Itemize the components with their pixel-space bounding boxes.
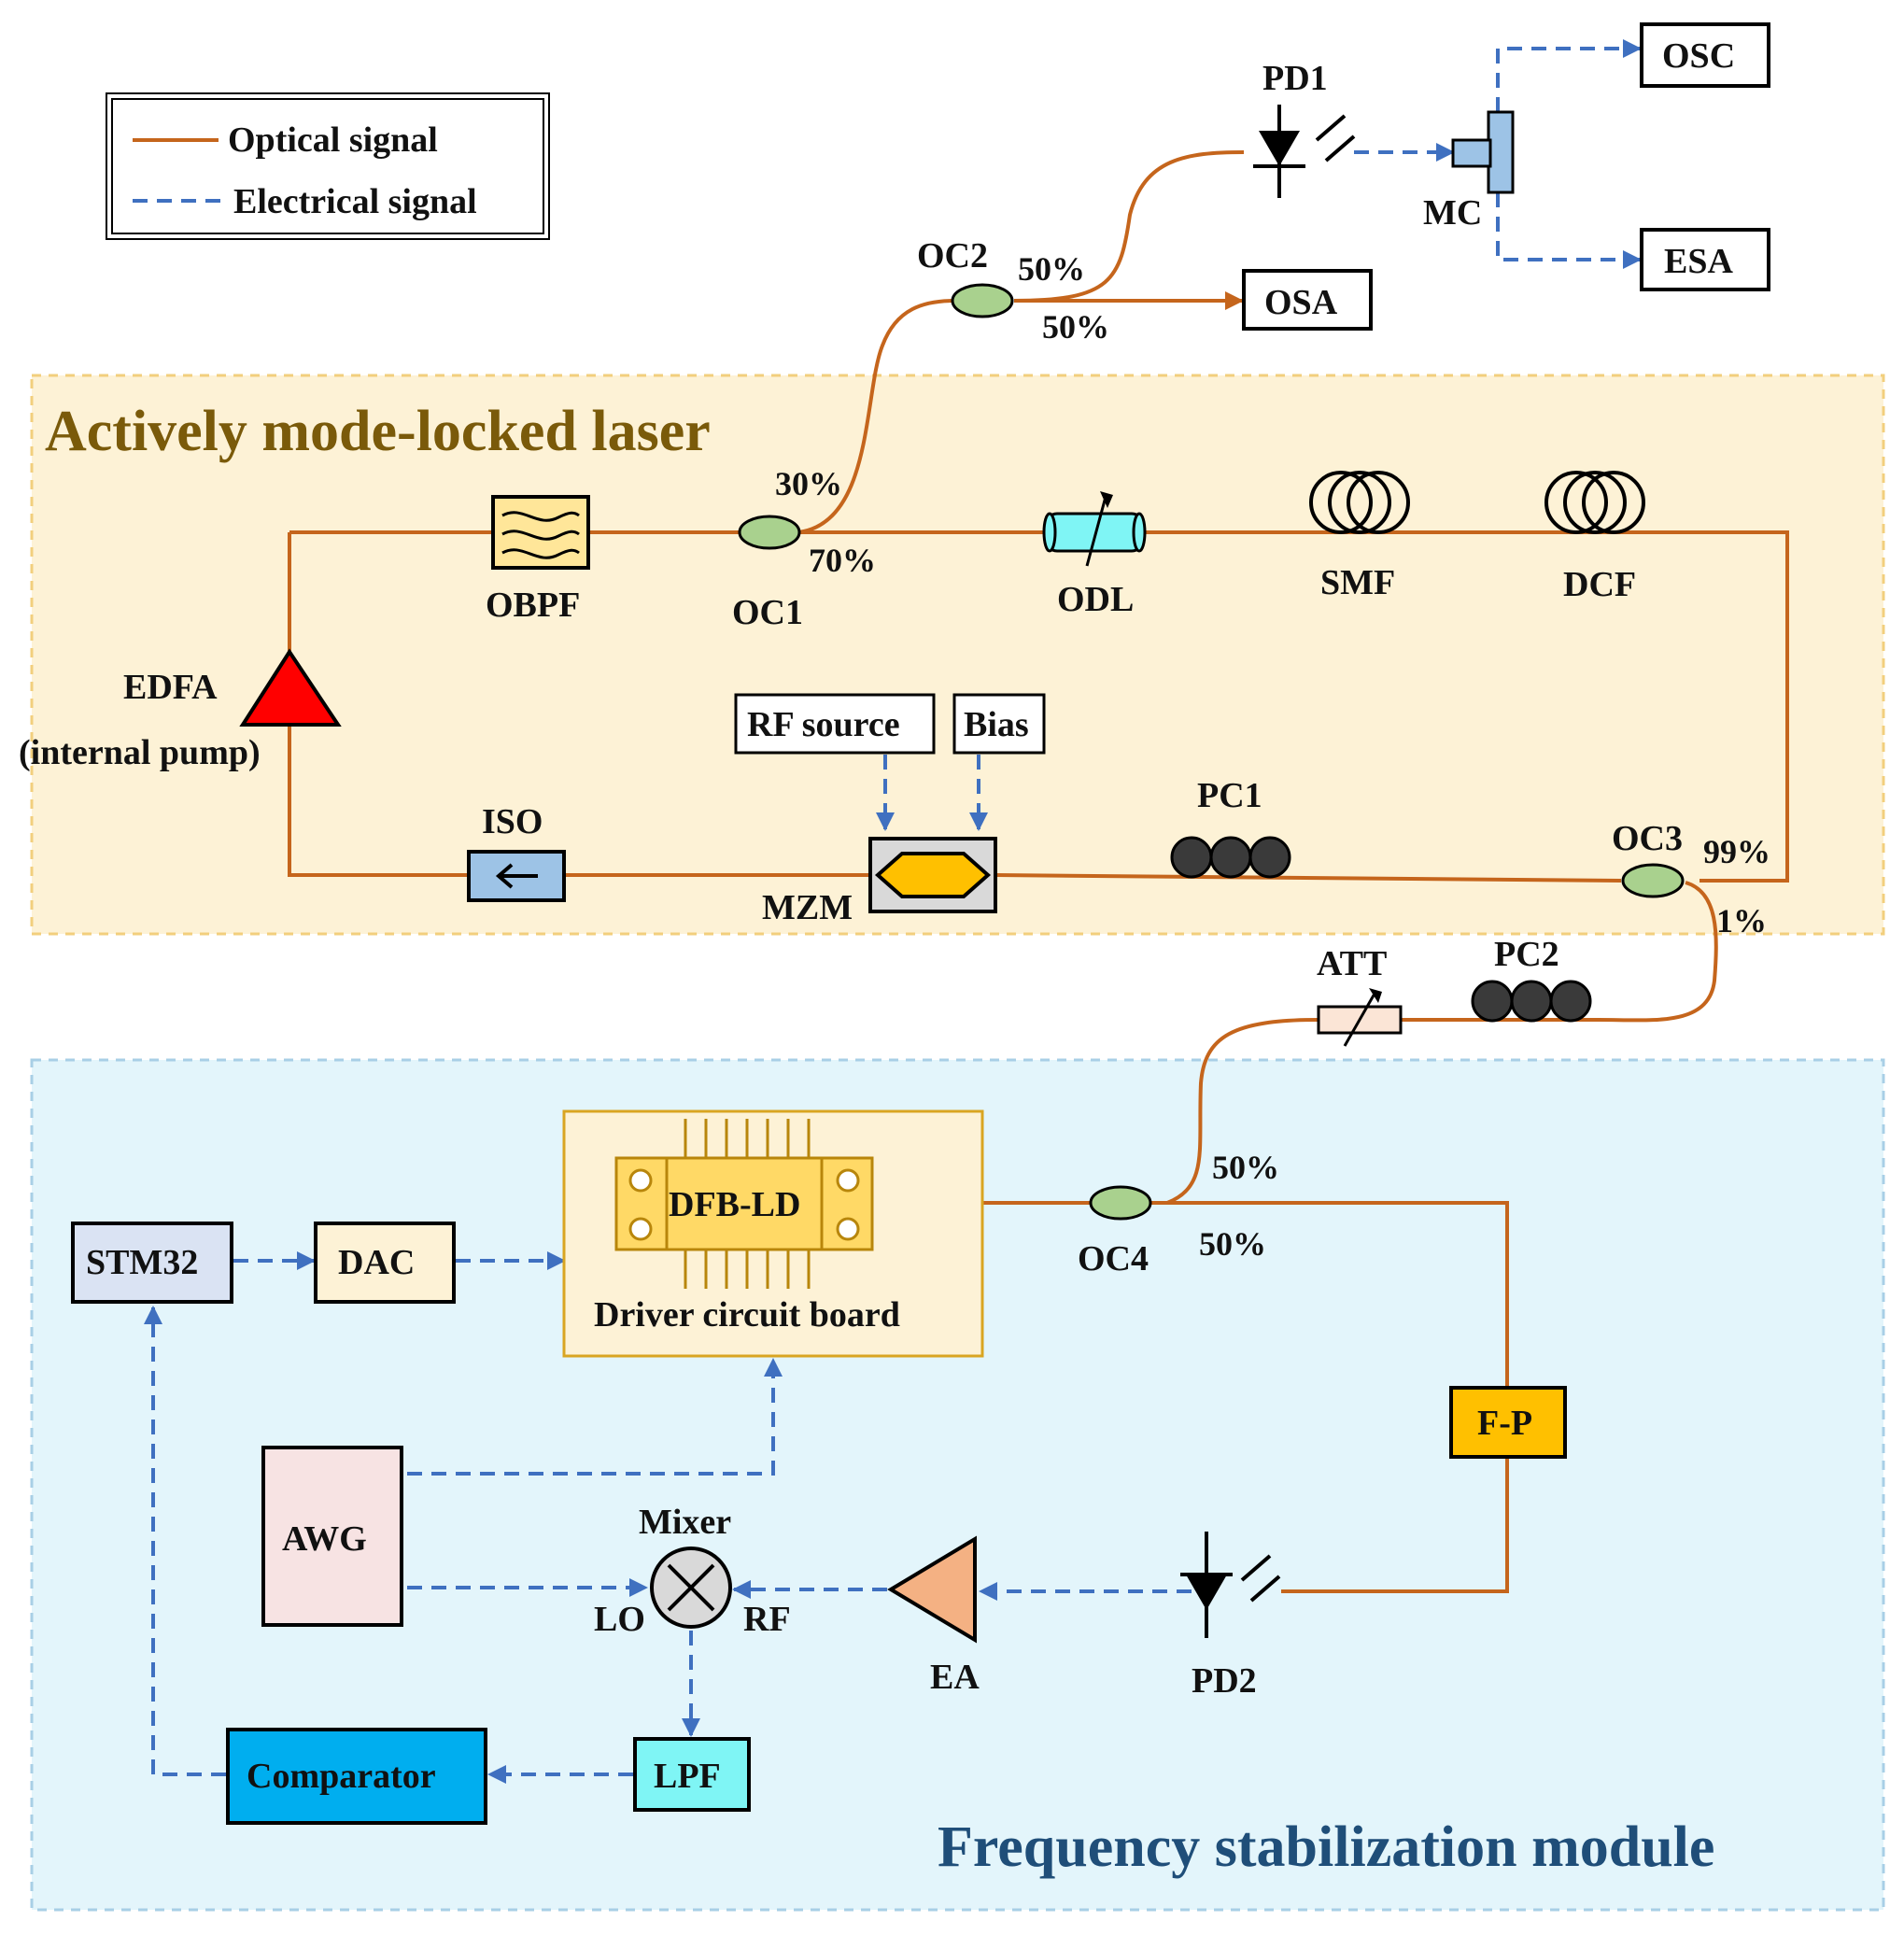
- oc3-label: OC3: [1612, 819, 1683, 858]
- osa-label: OSA: [1264, 283, 1338, 322]
- pc2-label: PC2: [1494, 935, 1559, 974]
- pc2-controller: [1471, 980, 1592, 1023]
- ring-top-fiber: [289, 530, 1789, 883]
- pd2-label: PD2: [1192, 1661, 1257, 1701]
- legend-box: [106, 92, 550, 240]
- rf-source-box: [734, 693, 936, 755]
- dac-box: [314, 1222, 456, 1304]
- oc4-upper-ratio: 50%: [1212, 1149, 1279, 1186]
- lpf-box: [633, 1737, 751, 1812]
- oc3-through-ratio: 99%: [1703, 833, 1770, 870]
- osa-box: [1242, 269, 1373, 331]
- dcf-label: DCF: [1563, 565, 1636, 604]
- lpf-label: LPF: [654, 1757, 721, 1796]
- edfa-amplifier: [239, 648, 342, 727]
- dfb-ld-label: DFB-LD: [669, 1185, 800, 1224]
- oc3-coupler: [1621, 863, 1685, 898]
- osc-label: OSC: [1662, 36, 1735, 76]
- dcf-spool: [1544, 471, 1645, 534]
- mzm-label: MZM: [762, 888, 853, 927]
- dac-label: DAC: [338, 1243, 415, 1282]
- ea-label: EA: [930, 1658, 980, 1697]
- mc-connector: [1451, 110, 1515, 194]
- smf-spool: [1309, 471, 1410, 534]
- mixer-lo-label: LO: [594, 1600, 645, 1639]
- pd1: [1253, 105, 1356, 198]
- pd2: [1180, 1532, 1281, 1638]
- ring-lower-left-fiber: [288, 724, 469, 877]
- mc-to-osc-wire: [1496, 39, 1642, 112]
- oc4-lower-ratio: 50%: [1199, 1225, 1266, 1263]
- stm32-box: [71, 1222, 233, 1304]
- oc3-tap-fiber: [1401, 881, 1718, 1023]
- mc-label: MC: [1423, 193, 1482, 233]
- esa-label: ESA: [1664, 242, 1733, 281]
- oc1-through-ratio: 70%: [809, 542, 876, 579]
- mixer-label: Mixer: [639, 1503, 731, 1542]
- legend-optical-label: Optical signal: [228, 120, 438, 160]
- oc3-tap-ratio: 1%: [1716, 902, 1767, 939]
- odl-delay-line: [1042, 491, 1147, 567]
- mixer-rf-label: RF: [743, 1600, 791, 1639]
- awg-to-driver-wire: [407, 1358, 783, 1476]
- smf-label: SMF: [1320, 563, 1395, 602]
- oc1-coupler: [738, 515, 801, 550]
- oc2-to-pd1-fiber: [1013, 150, 1245, 303]
- bias-box: [952, 693, 1046, 755]
- att-attenuator: [1317, 988, 1403, 1047]
- stabilization-region-title: Frequency stabilization module: [938, 1815, 1714, 1879]
- oc4-label: OC4: [1078, 1239, 1149, 1278]
- comparator-to-stm32-wire: [144, 1306, 226, 1776]
- fp-filter: [1449, 1386, 1567, 1459]
- legend-electrical-label: Electrical signal: [233, 182, 477, 221]
- awg-box: [261, 1446, 403, 1627]
- oc1-label: OC1: [732, 593, 803, 632]
- legend-box-inner: [111, 98, 544, 234]
- oc4-to-fp-fiber: [1150, 1201, 1509, 1388]
- dfb-ld-pins: [684, 1119, 811, 1289]
- iso-isolator: [467, 850, 566, 902]
- laser-region-title: Actively mode-locked laser: [45, 400, 711, 463]
- oc2-upper-ratio: 50%: [1018, 250, 1085, 288]
- att-label: ATT: [1317, 944, 1387, 983]
- pc1-label: PC1: [1197, 776, 1262, 815]
- oc1-tap-ratio: 30%: [775, 465, 842, 502]
- esa-box: [1640, 228, 1770, 291]
- obpf-label: OBPF: [486, 586, 580, 625]
- pd1-label: PD1: [1262, 59, 1328, 98]
- oc1-tap-fiber: [797, 299, 955, 534]
- ea-amplifier: [887, 1535, 977, 1644]
- ring-mzm-to-oc3-fiber: [994, 873, 1622, 883]
- awg-label: AWG: [282, 1519, 367, 1559]
- comparator-label: Comparator: [247, 1757, 436, 1796]
- iso-label: ISO: [482, 802, 543, 841]
- mixer: [650, 1547, 732, 1629]
- obpf-filter: [491, 495, 590, 570]
- oc4-coupler: [1089, 1185, 1152, 1221]
- edfa-note: (internal pump): [19, 733, 261, 772]
- fp-label: F-P: [1477, 1404, 1532, 1443]
- driver-board-label: Driver circuit board: [594, 1295, 900, 1335]
- fp-to-pd2-fiber: [1281, 1457, 1509, 1593]
- oc2-lower-ratio: 50%: [1042, 308, 1109, 346]
- osc-box: [1640, 22, 1770, 88]
- oc2-label: OC2: [917, 236, 988, 275]
- oc2-coupler: [951, 283, 1014, 318]
- comparator-box: [226, 1728, 487, 1825]
- att-to-oc4-fiber: [1166, 1018, 1319, 1205]
- dfb-ld-laser: [614, 1156, 874, 1251]
- mzm-modulator: [868, 837, 997, 913]
- odl-label: ODL: [1057, 580, 1134, 619]
- stm32-label: STM32: [86, 1243, 198, 1282]
- bias-label: Bias: [964, 705, 1029, 744]
- rf-source-label: RF source: [747, 705, 900, 744]
- mc-to-esa-wire: [1496, 192, 1642, 269]
- pc1-controller: [1170, 836, 1291, 879]
- edfa-label: EDFA: [123, 668, 218, 707]
